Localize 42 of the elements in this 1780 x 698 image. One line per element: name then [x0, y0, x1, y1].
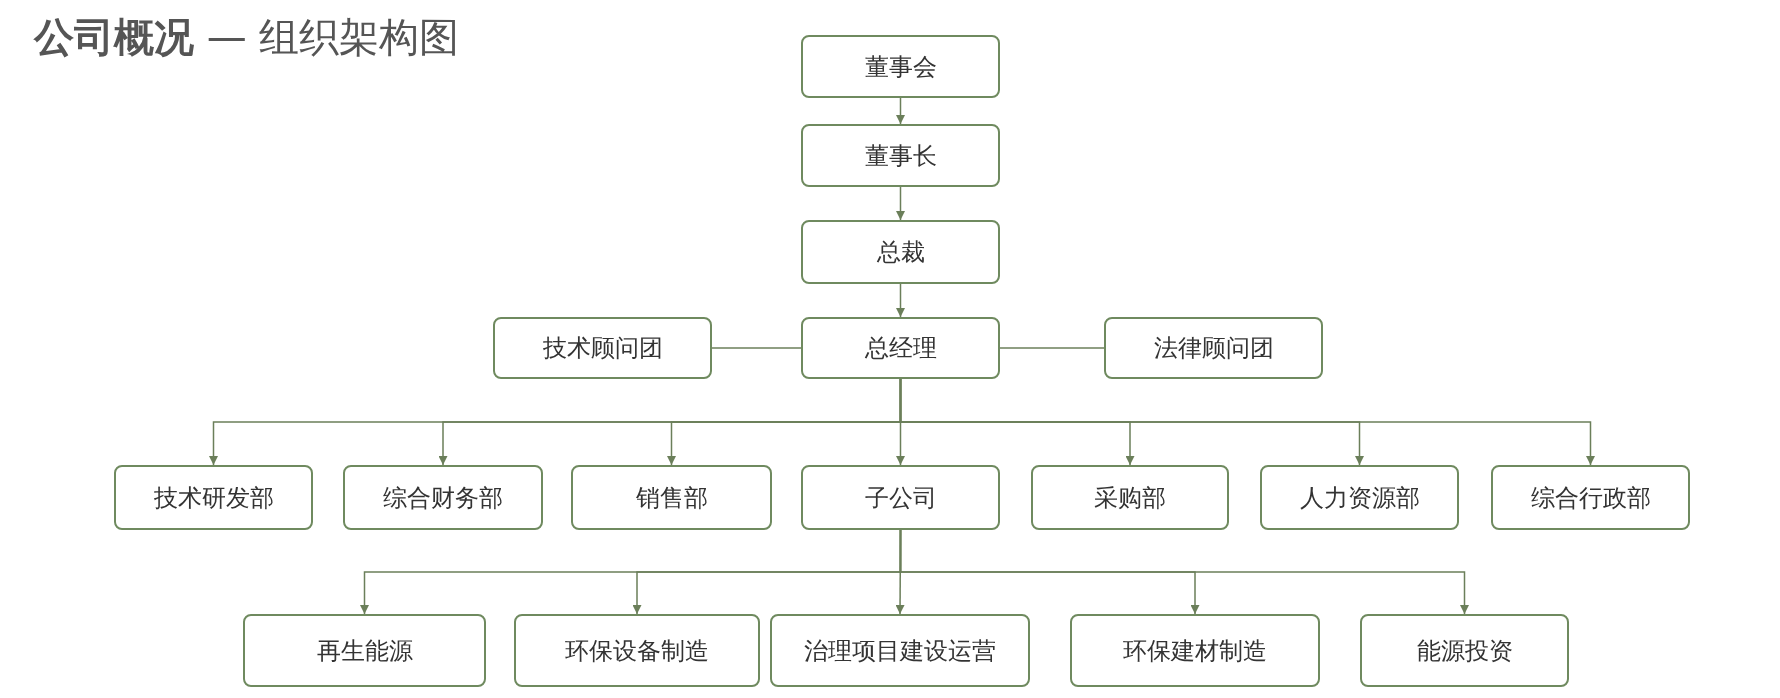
org-unit-box [801, 124, 1000, 187]
unit-name: 综合财务部 [383, 482, 503, 514]
org-unit-box [801, 220, 1000, 284]
connector-arrow [896, 97, 905, 125]
unit-name: 子公司 [864, 482, 937, 514]
page-title: 公司概况 — 组织架构图 [34, 13, 460, 62]
unit-name: 董事会 [864, 51, 937, 83]
org-unit-box [801, 317, 1000, 379]
org-unit-box [343, 465, 543, 530]
connector-arrow [896, 186, 905, 221]
unit-name: 销售部 [635, 482, 708, 514]
unit-name: 总经理 [864, 333, 937, 364]
org-unit-box [1260, 465, 1459, 530]
org-unit-box [1070, 614, 1320, 687]
org-unit-box [514, 614, 760, 687]
connector-arrow [899, 529, 1469, 615]
unit-name: 技术研发部 [153, 482, 274, 514]
unit-name: 综合行政部 [1530, 482, 1651, 514]
unit-name: 董事长 [864, 140, 937, 172]
unit-name: 采购部 [1094, 482, 1166, 514]
unit-name: 能源投资 [1416, 635, 1513, 667]
unit-name: 人力资源部 [1299, 482, 1420, 514]
org-unit-box [1491, 465, 1690, 530]
org-unit-box [770, 614, 1030, 687]
org-unit-box [243, 614, 486, 687]
org-unit-box [1031, 465, 1229, 530]
unit-name: 环保设备制造 [565, 635, 709, 667]
unit-name: 环保建材制造 [1123, 635, 1267, 667]
org-unit-box [493, 317, 712, 379]
unit-name: 技术顾问团 [542, 333, 663, 364]
org-unit-box [801, 465, 1000, 530]
connector-arrow [899, 378, 1595, 466]
unit-name: 再生能源 [316, 635, 413, 667]
org-unit-box [571, 465, 772, 530]
org-unit-box [1360, 614, 1569, 687]
connector-arrow [896, 283, 905, 318]
org-unit-box [114, 465, 313, 530]
unit-name: 法律顾问团 [1153, 333, 1274, 364]
org-unit-box [801, 35, 1000, 98]
org-unit-box [1104, 317, 1323, 379]
unit-name: 治理项目建设运营 [804, 635, 996, 667]
unit-name: 总裁 [876, 237, 925, 268]
